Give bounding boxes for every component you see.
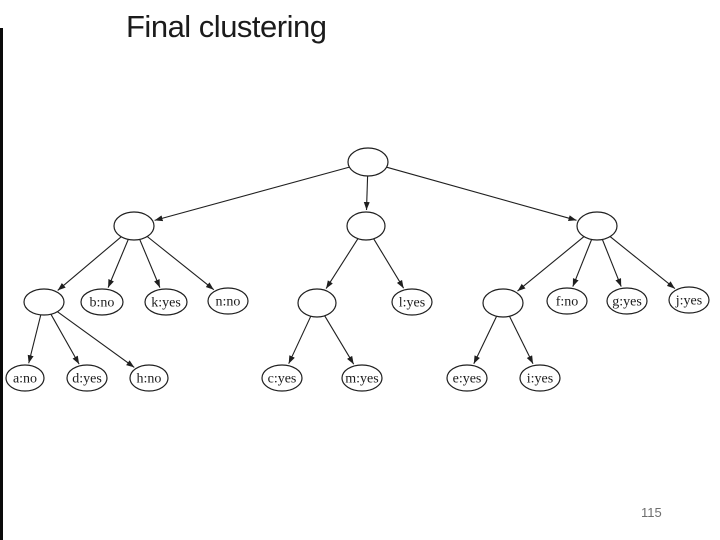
tree-edge-c3-f (572, 239, 593, 287)
leaf-node-c (261, 364, 303, 392)
tree-edge-c2-l (373, 238, 405, 289)
tree-edge-c1-b (107, 239, 129, 288)
leaf-node-k (144, 288, 188, 316)
tree-edge-c1-c11 (57, 236, 122, 291)
slide-left-border (0, 28, 3, 540)
leaf-label-g: g:yes (612, 295, 642, 310)
tree-edge-c2-c21 (325, 238, 359, 289)
cluster-node-c31 (482, 288, 524, 318)
leaf-label-k: k:yes (151, 296, 181, 311)
leaf-label-b: b:no (90, 296, 115, 311)
leaf-node-l (391, 288, 433, 316)
tree-nodes: b:no k:yes n:no l:yes f:no g:yes j:yes a:no d:ye… (5, 147, 710, 392)
tree-edge-root-c3 (386, 166, 577, 222)
leaf-node-m (341, 364, 383, 392)
cluster-node-c2 (346, 211, 386, 241)
tree-edge-c11-d (50, 313, 80, 365)
tree-edge-c3-c31 (517, 236, 585, 292)
leaf-node-a (5, 364, 45, 392)
leaf-label-f: f:no (556, 295, 579, 310)
leaf-label-i: i:yes (527, 372, 553, 387)
tree-edge-c3-g (601, 239, 622, 287)
leaf-label-d: d:yes (72, 372, 102, 387)
leaf-label-m: m:yes (345, 372, 378, 387)
leaf-node-e (446, 364, 488, 392)
tree-edge-root-c1 (154, 166, 350, 222)
leaf-label-l: l:yes (399, 296, 425, 311)
leaf-label-h: h:no (137, 372, 162, 387)
leaf-node-h (129, 364, 169, 392)
tree-edge-c1-n (146, 236, 215, 291)
leaf-node-f (546, 287, 588, 315)
slide-title: Final clustering (126, 9, 327, 44)
leaf-label-c: c:yes (268, 372, 297, 387)
leaf-label-a: a:no (13, 372, 37, 387)
leaf-label-e: e:yes (453, 372, 482, 387)
cluster-node-c1 (113, 211, 155, 241)
cluster-node-c21 (297, 288, 337, 318)
tree-edge-c11-h (57, 311, 135, 368)
tree-edge-c1-k (139, 239, 161, 288)
cluster-node-root (347, 147, 389, 177)
page-number: 115 (641, 505, 662, 520)
leaf-node-g (606, 287, 648, 315)
tree-edge-c3-j (609, 236, 676, 290)
tree-edges (27, 166, 676, 368)
tree-edge-c21-m (324, 315, 355, 365)
cluster-node-c3 (576, 211, 618, 241)
tree-edge-root-c2 (363, 175, 370, 211)
tree-edge-c11-a (27, 314, 42, 364)
tree-edge-c21-c (288, 315, 312, 364)
leaf-node-b (80, 288, 124, 316)
leaf-node-j (668, 286, 710, 314)
tree-edge-c31-i (509, 315, 534, 365)
leaf-label-n: n:no (216, 295, 241, 310)
leaf-node-d (66, 364, 108, 392)
leaf-node-i (519, 364, 561, 392)
cluster-node-c11 (23, 288, 65, 316)
leaf-label-j: j:yes (675, 294, 702, 309)
leaf-node-n (207, 287, 249, 315)
tree-edge-c31-e (473, 316, 498, 365)
